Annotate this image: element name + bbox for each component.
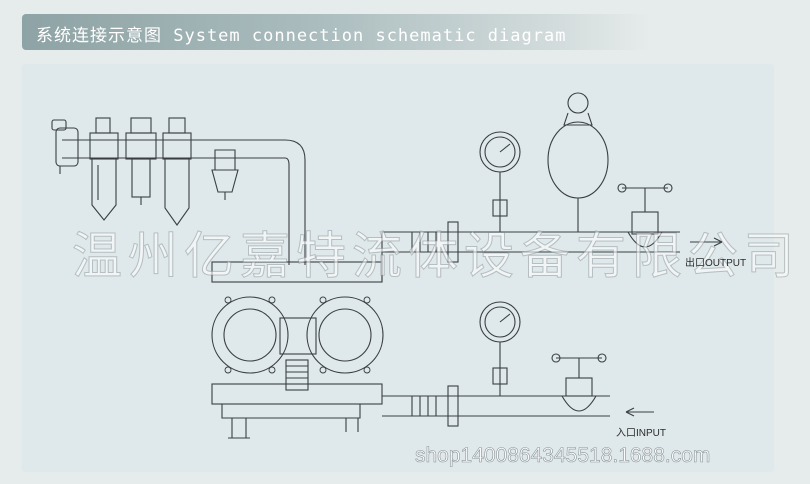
pump-bottom-manifold [211,383,383,405]
outlet-pressure-gauge [479,131,521,232]
air-inlet-valve [51,119,79,174]
header-bar [22,14,652,50]
outlet-label: 出口OUTPUT [685,258,747,269]
pump-top-manifold [211,261,383,283]
shop-url-watermark: shop1400864345518.1688.com [415,444,711,468]
outlet-valve [617,183,673,248]
outlet-line [381,221,723,282]
inlet-label: 入口INPUT [616,428,666,439]
pulsation-dampener [547,92,609,232]
air-regulator [125,117,157,205]
pump-base [221,404,361,419]
air-lubricator [162,117,192,226]
inlet-valve [551,353,607,412]
outlet-flange [447,221,459,263]
outlet-bellows [411,232,437,252]
inlet-pressure-gauge [479,301,521,396]
pump-right-chamber [306,296,384,374]
inlet-flange [447,385,459,427]
diaphragm-pump [211,261,384,439]
air-filter [89,117,119,221]
air-elbow [284,139,306,265]
page-title: 系统连接示意图 System connection schematic diag… [36,26,567,46]
pump-left-chamber [211,296,289,374]
diagram-panel [22,64,774,472]
air-silencer [211,149,239,200]
pump-center-block [279,317,317,355]
inlet-bellows [411,396,437,416]
inlet-line [382,385,654,427]
air-supply-assembly [51,117,306,265]
